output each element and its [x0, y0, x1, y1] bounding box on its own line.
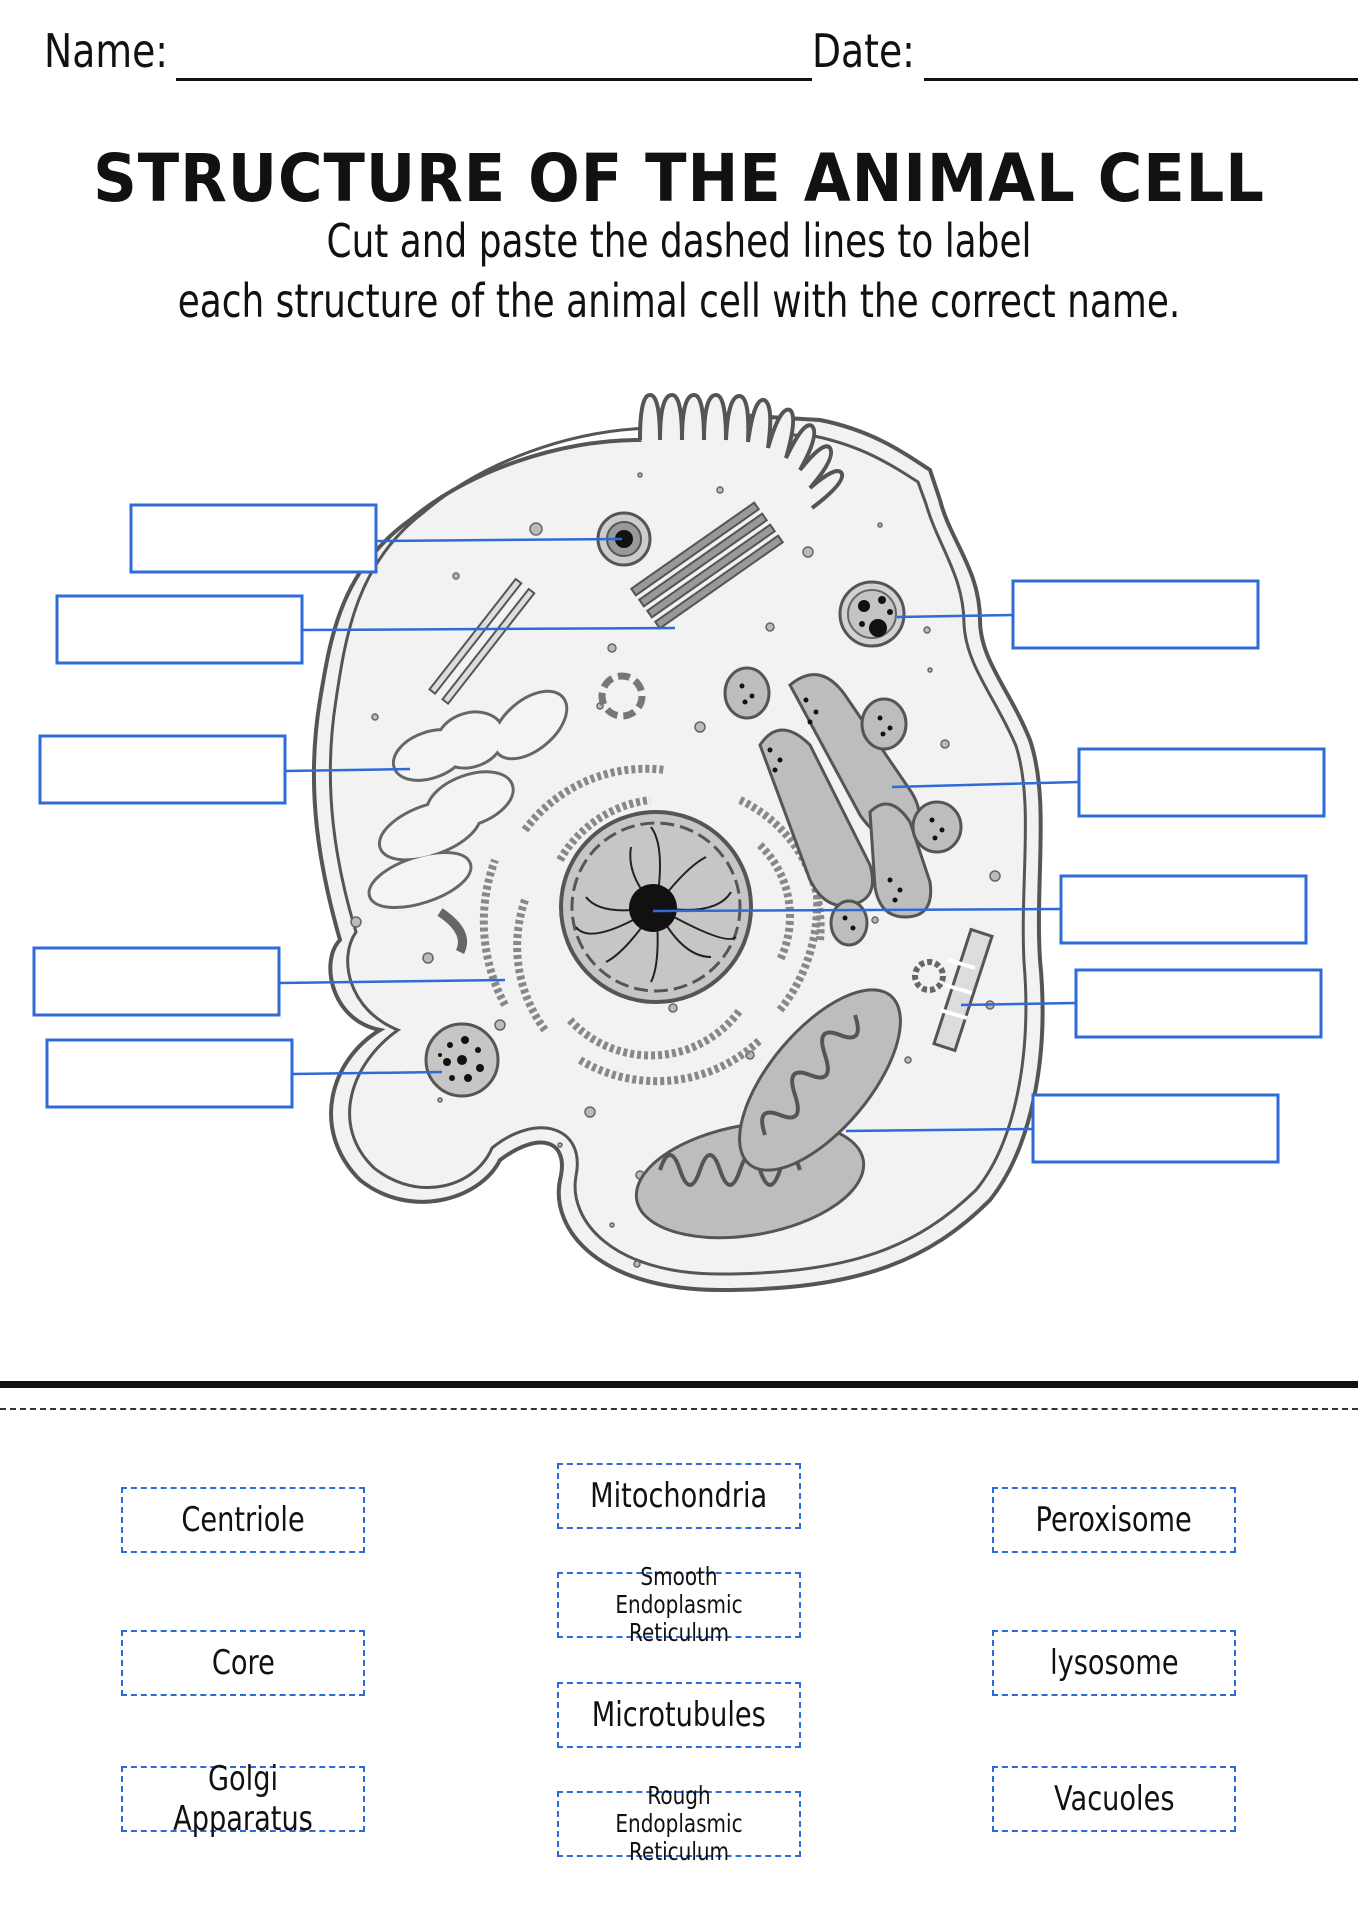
nucleus-organelle	[559, 810, 753, 1004]
cutout-label: Microtubules	[591, 1695, 767, 1735]
label-box-6[interactable]	[1011, 579, 1260, 650]
peroxisome-organelle	[912, 959, 946, 993]
cutout-label: Smooth Endoplasmic Reticulum	[615, 1562, 743, 1647]
cutout-right-3[interactable]: Vacuoles	[992, 1766, 1236, 1832]
cut-line	[0, 1408, 1358, 1410]
label-box-9[interactable]	[1074, 968, 1323, 1039]
mitochondria-organelle	[634, 988, 902, 1240]
page-title: STRUCTURE OF THE ANIMAL CELL	[93, 140, 1265, 217]
cutout-middle-1[interactable]: Mitochondria	[557, 1463, 801, 1529]
smooth-er-inner	[370, 692, 566, 907]
instructions-line-1: Cut and paste the dashed lines to label	[326, 214, 1032, 268]
lysosome-organelle	[838, 580, 906, 648]
name-field[interactable]	[176, 78, 812, 81]
label-box-8[interactable]	[1059, 874, 1308, 945]
label-box-10[interactable]	[1031, 1093, 1280, 1164]
leader-lines	[278, 537, 1080, 1133]
cutout-label: Centriole	[181, 1500, 305, 1540]
cutout-left-2[interactable]: Core	[121, 1630, 365, 1696]
label-box-2[interactable]	[55, 594, 304, 665]
cutout-label: Rough Endoplasmic Reticulum	[615, 1781, 743, 1866]
cutout-left-1[interactable]: Centriole	[121, 1487, 365, 1553]
centrosome-organelle	[932, 927, 994, 1053]
cutout-label: Vacuoles	[1053, 1779, 1175, 1819]
header-row: Name: Date:	[44, 24, 1358, 94]
cutout-left-3[interactable]: Golgi Apparatus	[121, 1759, 365, 1839]
date-label: Date:	[812, 24, 915, 78]
cutout-middle-4[interactable]: Rough Endoplasmic Reticulum	[557, 1782, 801, 1866]
cutout-middle-2[interactable]: Smooth Endoplasmic Reticulum	[557, 1563, 801, 1647]
cutout-label: lysosome	[1049, 1643, 1179, 1683]
label-box-4[interactable]	[32, 946, 281, 1017]
date-field[interactable]	[924, 78, 1358, 81]
golgi-organelle	[723, 666, 963, 947]
vacuole-organelle	[424, 1022, 500, 1098]
name-label: Name:	[44, 24, 168, 78]
cutout-right-2[interactable]: lysosome	[992, 1630, 1236, 1696]
cutout-right-1[interactable]: Peroxisome	[992, 1487, 1236, 1553]
vesicle-ring	[598, 672, 646, 720]
animal-cell-diagram	[32, 392, 1326, 1293]
label-box-5[interactable]	[45, 1038, 294, 1109]
microtubules-organelle	[428, 501, 785, 706]
label-box-7[interactable]	[1077, 747, 1326, 818]
centriole-organelle	[596, 511, 652, 567]
label-box-3[interactable]	[38, 734, 287, 805]
cutout-label: Golgi Apparatus	[173, 1759, 313, 1839]
cutout-label: Core	[211, 1643, 275, 1683]
golgi-dots	[739, 683, 945, 931]
label-box-1[interactable]	[129, 503, 378, 574]
instructions-line-2: each structure of the animal cell with t…	[177, 274, 1181, 328]
cutout-label: Peroxisome	[1035, 1500, 1193, 1540]
cutout-label: Mitochondria	[590, 1476, 768, 1516]
separator-solid	[0, 1381, 1358, 1388]
cutout-middle-3[interactable]: Microtubules	[557, 1682, 801, 1748]
